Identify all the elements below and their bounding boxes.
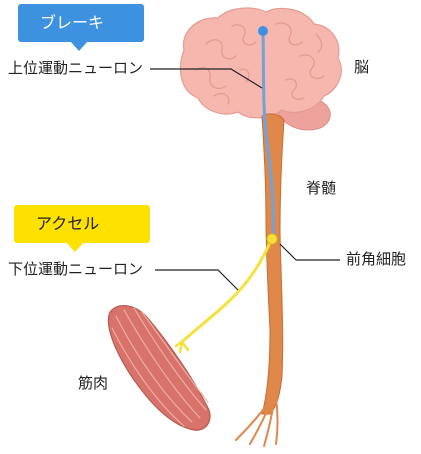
accel-badge-pointer bbox=[66, 242, 84, 252]
spinal-cord-label: 脊髄 bbox=[306, 179, 337, 197]
cerebrum bbox=[179, 7, 342, 119]
brake-badge: ブレーキ bbox=[18, 4, 144, 51]
upper-motor-neuron-cell-body bbox=[258, 26, 268, 36]
upper-motor-neuron-axon bbox=[261, 30, 275, 238]
muscle-body bbox=[107, 305, 211, 431]
anterior-horn-cell-body bbox=[266, 233, 278, 245]
muscle-fibers bbox=[111, 307, 209, 427]
upper-motor-neuron bbox=[258, 26, 275, 238]
leader-lower-motor-neuron bbox=[155, 269, 239, 291]
upper-motor-neuron-label: 上位運動ニューロン bbox=[8, 59, 144, 77]
leader-anterior-horn-cell bbox=[279, 243, 297, 261]
lower-motor-neuron-axon bbox=[180, 238, 273, 344]
accel-badge-label: アクセル bbox=[36, 214, 100, 233]
brake-badge-label: ブレーキ bbox=[40, 13, 105, 32]
leader-lines bbox=[150, 68, 340, 291]
lower-motor-neuron bbox=[174, 233, 278, 354]
spinal-cord bbox=[235, 113, 285, 447]
brain-illustration bbox=[179, 7, 342, 131]
brain-folds bbox=[195, 22, 325, 105]
spinal-cord-body bbox=[261, 113, 285, 415]
anterior-horn-cell-label: 前角細胞 bbox=[346, 250, 407, 268]
muscle-illustration bbox=[107, 305, 211, 431]
leader-upper-motor-neuron bbox=[150, 68, 263, 89]
muscle-label: 筋肉 bbox=[78, 374, 109, 392]
brake-badge-pointer bbox=[70, 41, 88, 51]
neuromuscular-junction bbox=[174, 338, 190, 354]
lower-motor-neuron-label: 下位運動ニューロン bbox=[8, 260, 144, 278]
brain-label: 脳 bbox=[354, 58, 370, 76]
cauda-equina bbox=[235, 397, 279, 447]
accel-badge: アクセル bbox=[14, 205, 150, 252]
